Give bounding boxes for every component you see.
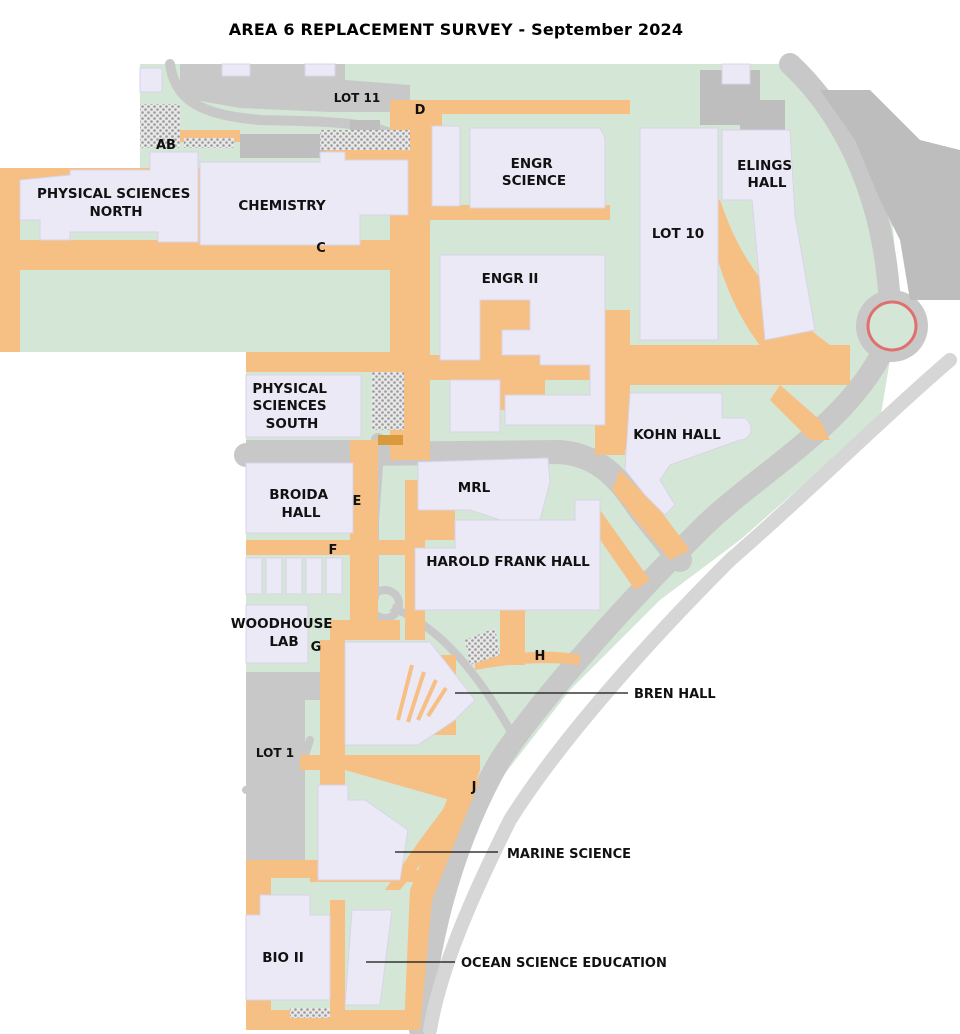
label-broida-hall: BROIDA HALL	[269, 487, 333, 521]
label-bren-hall: BREN HALL	[634, 687, 716, 702]
survey-point-g: G	[311, 640, 322, 655]
ocean-science-education-building	[344, 909, 393, 1006]
chemistry-building	[199, 151, 409, 246]
label-kohn-hall: KOHN HALL	[633, 427, 721, 443]
kohn-hall-building	[624, 392, 752, 516]
label-physical-sciences-south: PHYSICAL SCIENCES SOUTH	[252, 381, 331, 432]
survey-point-d: D	[415, 103, 426, 118]
bio-ii-building	[245, 894, 331, 1001]
buildings	[19, 63, 816, 1006]
callout-lines	[366, 692, 628, 963]
survey-point-ab: AB	[156, 138, 176, 153]
small-building-1	[245, 557, 263, 595]
survey-points: AB C D E F G H J	[156, 103, 545, 795]
label-lot-1: LOT 1	[256, 746, 294, 760]
label-bio-ii: BIO II	[262, 950, 304, 966]
building-labels: PHYSICAL SCIENCES NORTH CHEMISTRY ENGR S…	[37, 91, 797, 966]
survey-point-j: J	[471, 780, 477, 795]
small-building-top-2	[304, 63, 336, 77]
elings-hall-building	[721, 129, 816, 341]
label-engr-science: ENGR SCIENCE	[502, 156, 566, 189]
woodhouse-lab-building	[245, 604, 309, 664]
label-physical-sciences-north: PHYSICAL SCIENCES NORTH	[37, 186, 195, 220]
survey-point-f: F	[329, 543, 338, 558]
physical-sciences-south-building	[245, 374, 362, 438]
hatched-areas	[140, 104, 500, 1018]
label-harold-frank-hall: HAROLD FRANK HALL	[426, 554, 590, 570]
label-mrl: MRL	[458, 480, 491, 496]
survey-point-e: E	[353, 494, 362, 509]
path-accent	[378, 435, 403, 445]
label-ocean-science-education: OCEAN SCIENCE EDUCATION	[461, 956, 667, 971]
label-lot-10: LOT 10	[652, 226, 704, 242]
small-building-2	[265, 557, 283, 595]
label-marine-science: MARINE SCIENCE	[507, 847, 631, 862]
label-chemistry: CHEMISTRY	[238, 198, 325, 214]
east-roundabout	[856, 290, 928, 362]
small-building-top-4	[721, 63, 751, 85]
broida-hall-building	[245, 462, 354, 534]
small-building-4	[305, 557, 323, 595]
callout-labels: BREN HALL MARINE SCIENCE OCEAN SCIENCE E…	[461, 687, 716, 971]
engr-ii-building	[439, 254, 606, 426]
small-building-top-3	[139, 67, 163, 93]
small-building-top-1	[221, 63, 251, 77]
bren-hall-detail	[396, 664, 448, 723]
engr-science-annex	[431, 125, 461, 207]
engr-ii-south-wing	[449, 379, 501, 433]
survey-point-c: C	[316, 241, 326, 256]
marine-science-building	[317, 784, 409, 881]
small-building-3	[285, 557, 303, 595]
physical-sciences-north-building	[19, 151, 199, 243]
survey-point-h: H	[535, 649, 546, 664]
label-woodhouse-lab: WOODHOUSE LAB	[231, 616, 337, 650]
small-building-5	[325, 557, 343, 595]
harold-frank-hall-building	[414, 499, 601, 611]
map-title: AREA 6 REPLACEMENT SURVEY - September 20…	[228, 20, 684, 39]
label-engr-ii: ENGR II	[482, 271, 539, 287]
lot-10-structure	[639, 127, 719, 341]
bren-hall-building	[344, 641, 476, 746]
engr-science-building	[469, 127, 606, 209]
label-elings-hall: ELINGS HALL	[737, 158, 797, 191]
label-lot-11: LOT 11	[334, 91, 380, 105]
